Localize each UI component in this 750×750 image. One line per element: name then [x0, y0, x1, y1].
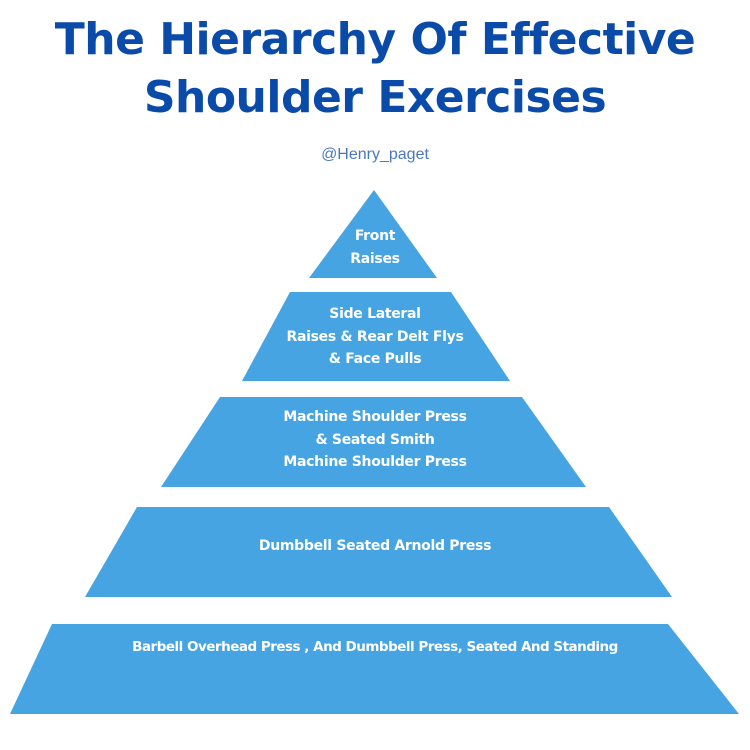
- pyramid-tier-1-shape: [309, 190, 437, 278]
- title-line-2: Shoulder Exercises: [143, 72, 607, 123]
- pyramid-tier-4-shape: [85, 507, 672, 597]
- pyramid-tier-4-label: Dumbbell Seated Arnold Press: [258, 538, 492, 554]
- author-handle: @Henry_paget: [321, 146, 429, 163]
- pyramid-tier-5-shape: [10, 624, 739, 714]
- title-line-1: The Hierarchy Of Effective: [54, 14, 696, 65]
- pyramid-tier-3-shape: [161, 397, 586, 487]
- pyramid-tier-3-label: Machine Shoulder Press & Seated Smith Ma…: [283, 409, 467, 470]
- pyramid-tier-2-shape: [242, 292, 510, 381]
- pyramid-tier-1-label: Front Raises: [350, 228, 400, 267]
- pyramid-tier-5-label: Barbell Overhead Press , And Dumbbell Pr…: [132, 639, 618, 655]
- pyramid-tier-2-label: Side Lateral Raises & Rear Delt Flys & F…: [286, 306, 464, 367]
